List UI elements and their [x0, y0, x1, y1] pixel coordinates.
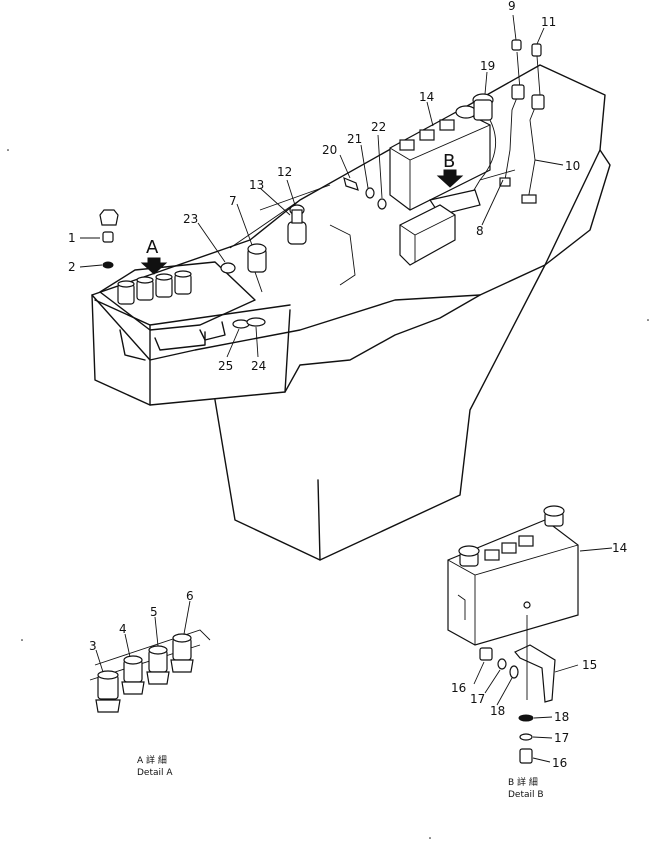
callout-18: 18: [490, 704, 505, 718]
detail-a-caption-en: Detail A: [137, 768, 173, 778]
connector-part: [464, 93, 497, 206]
callout-15: 15: [582, 658, 597, 672]
callout-1: 1: [68, 231, 76, 245]
view-arrow-a: [140, 257, 168, 275]
callout-20: 20: [322, 143, 337, 157]
view-marker-b: B: [443, 151, 455, 172]
callout-24: 24: [251, 359, 266, 373]
panel-switches: [117, 270, 192, 305]
detail-a-leaders: [95, 600, 191, 673]
view-arrow-b: [436, 169, 464, 188]
callout-9: 9: [508, 0, 516, 13]
callout-23: 23: [183, 212, 198, 226]
switch-part: [287, 204, 307, 245]
callout-14b: 14: [612, 541, 627, 555]
detail-b-fasteners: [479, 647, 534, 764]
callout-10: 10: [565, 159, 580, 173]
controller-mounted: [389, 105, 491, 211]
callout-5: 5: [150, 605, 158, 619]
callout-4: 4: [119, 622, 127, 636]
callout-19: 19: [480, 59, 495, 73]
cab-body: [91, 64, 611, 561]
detail-b-bracket: [514, 601, 556, 703]
callout-7: 7: [229, 194, 237, 208]
leader-lines: [79, 14, 564, 358]
view-marker-a: A: [146, 237, 159, 258]
knob-part: [99, 209, 119, 269]
detail-a-caption-jp: A 詳 細: [137, 754, 167, 766]
bolt-part: [343, 176, 387, 210]
callout-6: 6: [186, 589, 194, 603]
lamp-part: [246, 317, 266, 327]
detail-b-controller: [447, 505, 579, 646]
callout-22: 22: [371, 120, 386, 134]
detail-b-caption-jp: B 詳 細: [508, 776, 538, 788]
callout-16: 16: [451, 681, 466, 695]
detail-b-caption-en: Detail B: [508, 790, 544, 800]
key-switch-part: [247, 243, 267, 293]
callout-3: 3: [89, 639, 97, 653]
cap-part: [220, 262, 236, 274]
callout-11: 11: [541, 15, 556, 29]
detail-b-leaders: [473, 547, 613, 763]
callout-18b: 18: [554, 710, 569, 724]
callout-21: 21: [347, 132, 362, 146]
callout-14: 14: [419, 90, 434, 104]
cover-block: [399, 204, 456, 266]
callout-17: 17: [470, 692, 485, 706]
callout-25: 25: [218, 359, 233, 373]
harness-parts: [499, 39, 545, 204]
callout-2: 2: [68, 260, 76, 274]
scan-dots: [7, 149, 649, 839]
callout-8: 8: [476, 224, 484, 238]
detail-a-drawing: [89, 629, 211, 713]
callout-12: 12: [277, 165, 292, 179]
callout-13: 13: [249, 178, 264, 192]
callout-16b: 16: [552, 756, 567, 770]
callout-17b: 17: [554, 731, 569, 745]
